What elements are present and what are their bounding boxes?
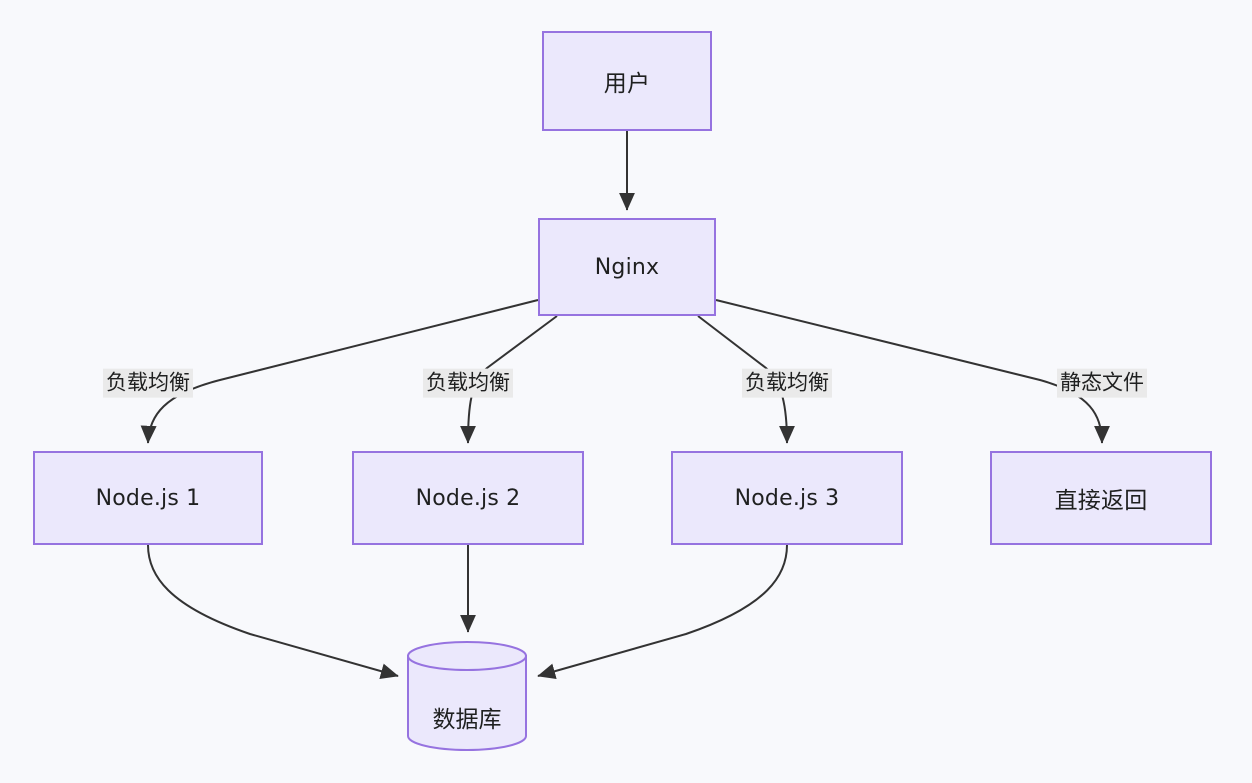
node-user-label: 用户 bbox=[603, 71, 651, 97]
node-nodejs-3[interactable]: Node.js 3 bbox=[671, 451, 903, 545]
node-nodejs-3-label: Node.js 3 bbox=[734, 485, 840, 511]
node-nodejs-1[interactable]: Node.js 1 bbox=[33, 451, 263, 545]
edge-node1-to-db bbox=[147, 544, 399, 680]
edge-label-load-balance-3: 负载均衡 bbox=[742, 368, 832, 398]
edge-nginx-to-static bbox=[715, 299, 1110, 444]
node-database[interactable]: 数据库 bbox=[406, 640, 528, 752]
edge-label-load-balance-2: 负载均衡 bbox=[423, 368, 513, 398]
node-user[interactable]: 用户 bbox=[542, 31, 712, 131]
edge-label-load-balance-1: 负载均衡 bbox=[103, 368, 193, 398]
node-direct-return[interactable]: 直接返回 bbox=[990, 451, 1212, 545]
cylinder-shape bbox=[407, 641, 527, 751]
node-nodejs-2-label: Node.js 2 bbox=[415, 485, 521, 511]
node-nodejs-1-label: Node.js 1 bbox=[95, 485, 201, 511]
edge-label-static-files: 静态文件 bbox=[1057, 368, 1147, 398]
node-nginx-label: Nginx bbox=[594, 254, 660, 280]
node-direct-return-label: 直接返回 bbox=[1054, 488, 1148, 514]
node-nodejs-2[interactable]: Node.js 2 bbox=[352, 451, 584, 545]
edge-nginx-to-node1 bbox=[140, 299, 539, 444]
node-nginx[interactable]: Nginx bbox=[538, 218, 716, 316]
edge-node3-to-db bbox=[537, 544, 788, 680]
